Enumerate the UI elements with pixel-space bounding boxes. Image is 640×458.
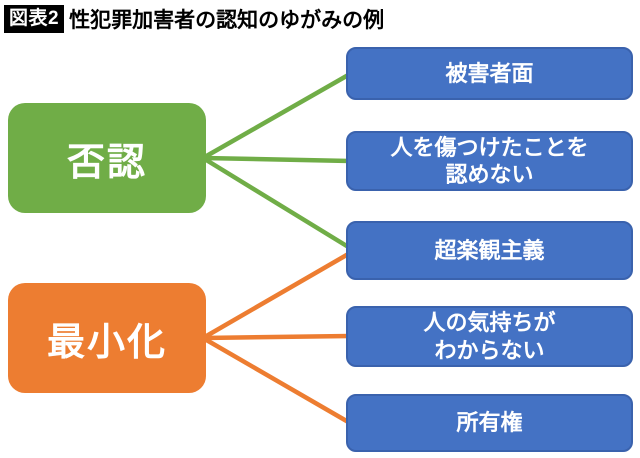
node-no-empathy: 人の気持ちが わからない	[346, 306, 633, 367]
node-minimization-label: 最小化	[46, 321, 167, 364]
node-ownership: 所有権	[346, 394, 633, 452]
connector-minimization-to-no-empathy	[200, 333, 353, 341]
node-denial: 否認	[8, 103, 206, 213]
connector-denial-to-super-optimism	[200, 155, 353, 251]
node-victim-stance-label: 被害者面	[445, 60, 534, 86]
diagram-header: 図表2 性犯罪加害者の認知のゆがみの例	[4, 4, 384, 34]
node-super-optimism-label: 超楽観主義	[434, 237, 545, 263]
connector-minimization-to-ownership	[200, 335, 353, 426]
figure-badge: 図表2	[4, 5, 65, 33]
node-no-empathy-label: 人の気持ちが わからない	[423, 310, 556, 363]
connector-minimization-to-super-optimism	[200, 250, 353, 341]
node-no-admit-harm-label: 人を傷つけたことを 認めない	[390, 134, 589, 188]
node-denial-label: 否認	[66, 141, 147, 184]
node-minimization: 最小化	[8, 283, 206, 393]
node-victim-stance: 被害者面	[346, 47, 633, 100]
connector-denial-to-victim-stance	[200, 71, 353, 161]
node-no-admit-harm: 人を傷つけたことを 認めない	[346, 131, 633, 191]
node-ownership-label: 所有権	[456, 410, 523, 436]
node-super-optimism: 超楽観主義	[346, 221, 633, 280]
connector-denial-to-no-admit-harm	[200, 155, 353, 164]
page-title: 性犯罪加害者の認知のゆがみの例	[69, 9, 385, 32]
